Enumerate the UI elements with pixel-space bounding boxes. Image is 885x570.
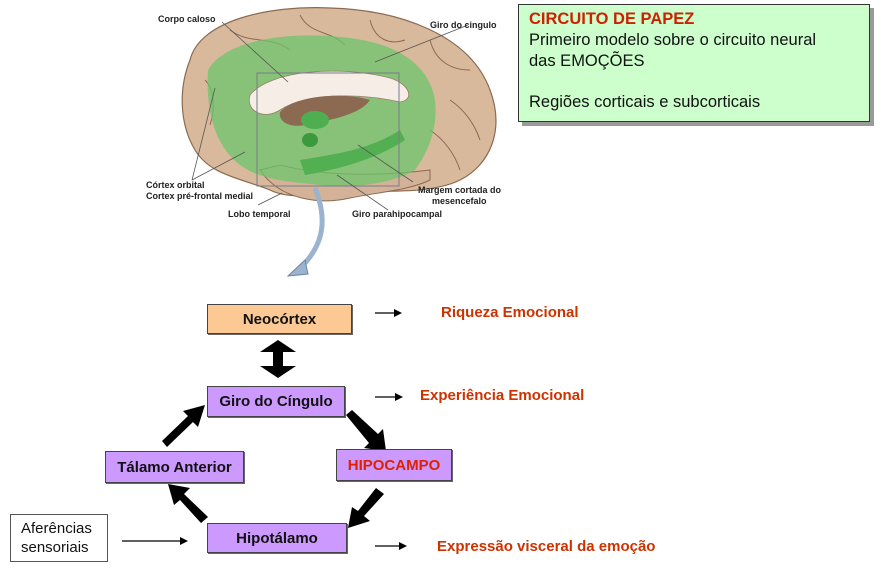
node-giro-cingulo: Giro do Cíngulo bbox=[207, 386, 345, 417]
label-lobo-temporal: Lobo temporal bbox=[228, 209, 291, 219]
brain-illustration: Corpo caloso Giro do cingulo Córtex orbi… bbox=[130, 0, 510, 285]
outcome-experiencia-emocional: Experiência Emocional bbox=[420, 387, 585, 404]
arrow-talamo-to-giro bbox=[162, 405, 205, 447]
aferencias-line-2: sensoriais bbox=[21, 539, 89, 556]
node-hipotalamo: Hipotálamo bbox=[207, 523, 347, 553]
node-neocortex: Neocórtex bbox=[207, 304, 352, 334]
node-hipocampo: HIPOCAMPO bbox=[336, 449, 452, 481]
label-cortex-orbital: Córtex orbital bbox=[146, 180, 205, 190]
outcome-expressao-visceral: Expressão visceral da emoção bbox=[437, 538, 656, 555]
corpo-caloso-region bbox=[248, 70, 410, 115]
info-line-3: Regiões corticais e subcorticais bbox=[529, 93, 761, 111]
info-title: CIRCUITO DE PAPEZ bbox=[529, 10, 695, 28]
brain-sagittal-image bbox=[181, 7, 497, 277]
label-corpo-caloso: Corpo caloso bbox=[158, 14, 216, 24]
label-cortex-prefrontal: Cortex pré-frontal medial bbox=[146, 191, 254, 201]
outcome-riqueza-emocional: Riqueza Emocional bbox=[441, 304, 579, 321]
node-aferencias-sensoriais: Aferências sensoriais bbox=[10, 514, 108, 562]
arrow-hipotalamo-to-talamo bbox=[168, 484, 208, 523]
arrow-hipocampo-to-hipotalamo bbox=[348, 488, 384, 528]
node-talamo-anterior: Tálamo Anterior bbox=[105, 451, 244, 483]
double-arrow-neocortex-giro bbox=[260, 340, 296, 378]
aferencias-line-1: Aferências bbox=[21, 520, 92, 537]
label-giro-parahipocampal: Giro parahipocampal bbox=[352, 209, 443, 219]
info-line-1: Primeiro modelo sobre o circuito neural bbox=[529, 31, 817, 49]
label-margem-cortada-1: Margem cortada do bbox=[418, 185, 502, 195]
label-margem-cortada-2: mesencefalo bbox=[432, 196, 487, 206]
arrow-giro-to-hipocampo bbox=[346, 410, 386, 451]
label-giro-cingulo: Giro do cingulo bbox=[430, 20, 497, 30]
info-box: CIRCUITO DE PAPEZ Primeiro modelo sobre … bbox=[518, 4, 870, 122]
info-line-2: das EMOÇÕES bbox=[529, 52, 645, 70]
